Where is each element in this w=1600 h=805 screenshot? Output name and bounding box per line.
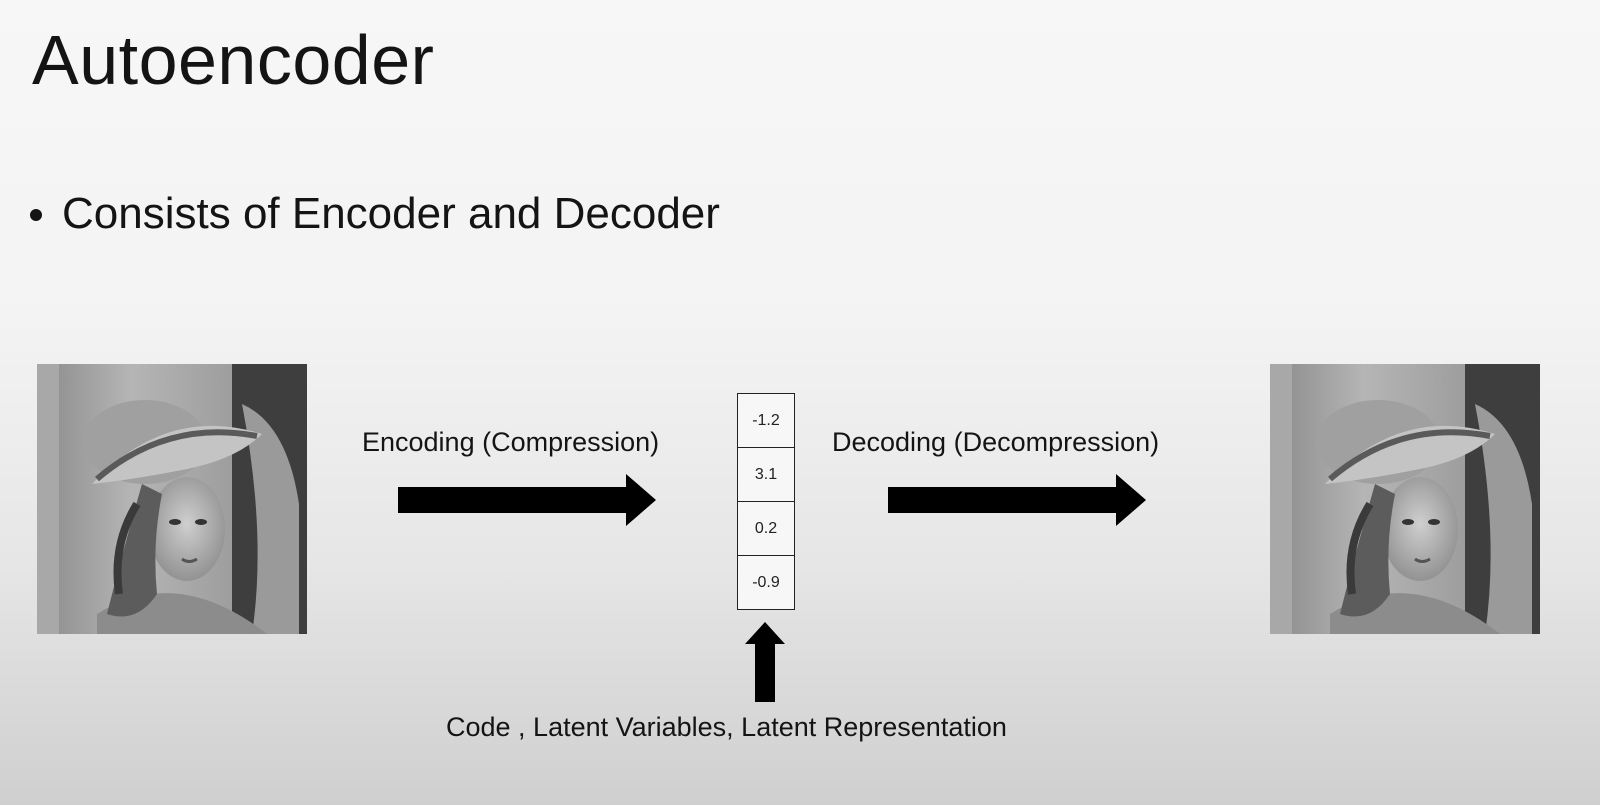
- latent-vector: -1.2 3.1 0.2 -0.9: [737, 393, 795, 610]
- code-label: Code , Latent Variables, Latent Represen…: [446, 712, 1007, 742]
- input-image: [37, 364, 307, 634]
- decoding-label: Decoding (Decompression): [832, 427, 1160, 457]
- bullet-dot-icon: [30, 209, 42, 222]
- input-portrait-photo: [37, 364, 307, 634]
- encoding-arrow-icon: [398, 474, 658, 526]
- output-image: [1270, 364, 1540, 634]
- bullet-point: Consists of Encoder and Decoder: [30, 188, 720, 241]
- slide-title: Autoencoder: [32, 21, 435, 99]
- latent-value-cell: -0.9: [752, 573, 780, 591]
- latent-value-cell: 3.1: [738, 448, 794, 502]
- encoding-label: Encoding (Compression): [362, 427, 660, 457]
- output-portrait-photo: [1270, 364, 1540, 634]
- decoding-arrow-icon: [888, 474, 1148, 526]
- latent-value-cell: -1.2: [738, 394, 794, 448]
- latent-value-cell: 0.2: [738, 502, 794, 556]
- bullet-text: Consists of Encoder and Decoder: [62, 189, 720, 238]
- code-pointer-arrow-icon: [745, 622, 785, 702]
